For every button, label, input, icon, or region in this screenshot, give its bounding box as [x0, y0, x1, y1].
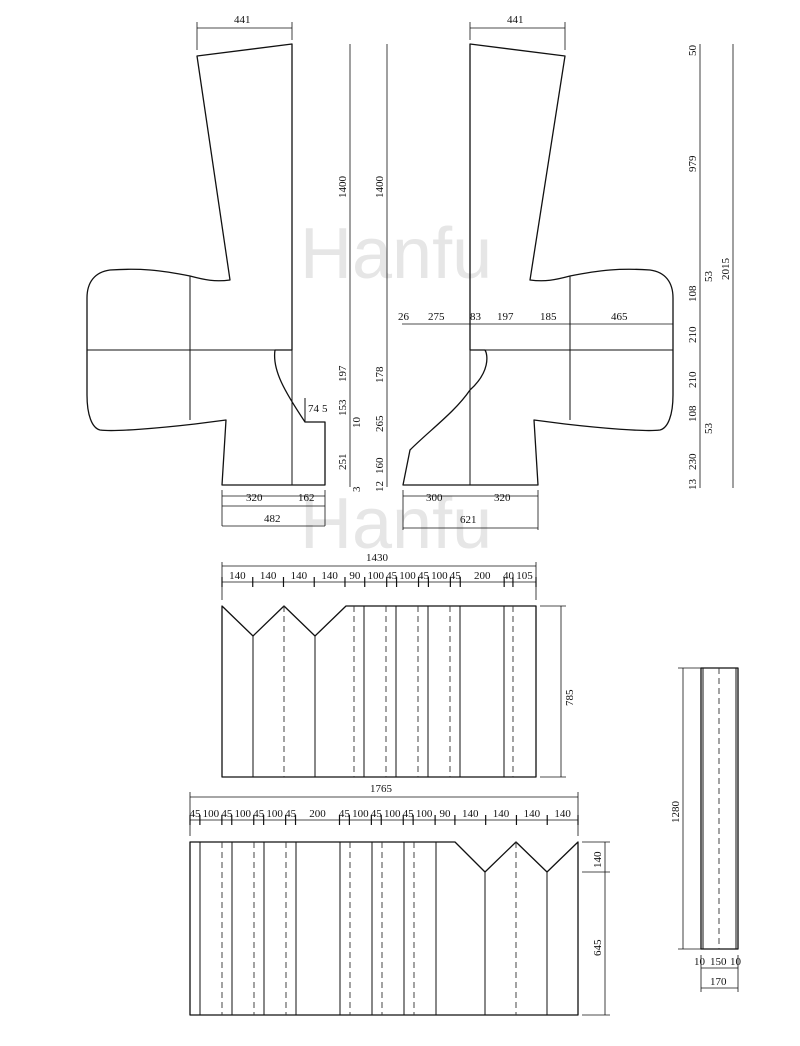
dim-right-mid-1: 26 [398, 311, 410, 323]
upper-skirt-segment-label: 100 [399, 570, 416, 582]
dim-right-top: 441 [507, 14, 524, 26]
lower-skirt-segment-label: 45 [371, 808, 383, 820]
dim-col-9: 13 [687, 479, 699, 491]
dim-left-side-d: 3 [351, 486, 363, 492]
dim-col-0: 50 [687, 45, 699, 57]
waistband-strip [700, 667, 739, 950]
lower-skirt-segment-label: 45 [285, 808, 297, 820]
upper-skirt-segment-label: 40 [503, 570, 515, 582]
dim-right-mid-4: 197 [497, 311, 514, 323]
right-garment-piece [402, 43, 674, 486]
upper-skirt-segment-label: 105 [516, 570, 533, 582]
dim-col-6: 108 [687, 405, 699, 422]
watermark-text: Hanfu [300, 484, 492, 564]
dim-col-7: 53 [703, 423, 715, 435]
dim-right-lower: 178 [374, 366, 386, 383]
upper-skirt-segment-label: 90 [349, 570, 361, 582]
dim-right-mid-5: 185 [540, 311, 557, 323]
lower-skirt-segment-label: 45 [189, 808, 201, 820]
dim-strip-height: 1280 [670, 801, 682, 824]
upper-skirt-segment-label: 45 [450, 570, 462, 582]
upper-skirt-segment-label: 140 [260, 570, 277, 582]
lower-skirt-segment-label: 45 [403, 808, 415, 820]
dim-strip-w1: 150 [710, 956, 727, 968]
lower-skirt-segment-label: 100 [266, 808, 283, 820]
dim-left-bottom-total: 482 [264, 513, 281, 525]
dim-strip-w2: 10 [730, 956, 742, 968]
dim-left-upper: 1400 [337, 176, 349, 199]
lower-skirt-segment-label: 200 [309, 808, 326, 820]
dim-right-bottom-1: 300 [426, 492, 443, 504]
dim-col-3: 108 [687, 285, 699, 302]
lower-skirt-segment-label: 90 [440, 808, 452, 820]
upper-skirt-segment-label: 140 [291, 570, 308, 582]
dim-col-1: 979 [687, 155, 699, 172]
dim-upper-skirt-height: 785 [564, 689, 576, 706]
dim-left-notch-a: 74 [308, 403, 320, 415]
dim-left-bottom-1: 320 [246, 492, 263, 504]
dim-left-bottom-2: 162 [298, 492, 315, 504]
dim-left-notch-b: 5 [322, 403, 328, 415]
upper-skirt-segment-label: 140 [321, 570, 338, 582]
upper-skirt-segment-label: 45 [418, 570, 430, 582]
lower-skirt-segment-label: 140 [462, 808, 479, 820]
lower-skirt-segment-label: 100 [203, 808, 220, 820]
upper-skirt-panel [221, 605, 537, 778]
lower-skirt-panel [189, 841, 579, 1016]
lower-skirt-segment-label: 45 [339, 808, 351, 820]
dim-left-side-c: 251 [337, 454, 349, 471]
lower-skirt-segment-label: 45 [221, 808, 233, 820]
lower-skirt-segment-label: 100 [352, 808, 369, 820]
dimension-lines [189, 22, 739, 1016]
upper-skirt-segment-label: 45 [386, 570, 398, 582]
dim-right-bottom-2: 320 [494, 492, 511, 504]
lower-skirt-segment-label: 45 [253, 808, 265, 820]
dim-right-upper: 1400 [374, 176, 386, 199]
dim-right-bottom-total: 621 [460, 514, 477, 526]
dim-lower-skirt-total: 1765 [370, 783, 393, 795]
dim-strip-total: 170 [710, 976, 727, 988]
dim-lower-skirt-height-main: 645 [592, 939, 604, 956]
dim-col-8: 230 [687, 453, 699, 470]
dim-col-total: 2015 [720, 258, 732, 281]
dim-right-mid-6: 465 [611, 311, 628, 323]
dim-left-lower: 197 [337, 365, 349, 382]
lower-skirt-segment-label: 140 [524, 808, 541, 820]
dim-right-side-c: 160 [374, 457, 386, 474]
lower-skirt-segment-label: 100 [416, 808, 433, 820]
dim-strip-w0: 10 [694, 956, 706, 968]
upper-skirt-segment-label: 140 [229, 570, 246, 582]
dim-left-top: 441 [234, 14, 251, 26]
dim-upper-skirt-total: 1430 [366, 552, 389, 564]
dim-right-mid-3: 83 [470, 311, 482, 323]
lower-skirt-segment-label: 100 [235, 808, 252, 820]
lower-skirt-segment-label: 140 [554, 808, 571, 820]
left-garment-piece [86, 43, 326, 486]
upper-skirt-segment-label: 100 [367, 570, 384, 582]
upper-skirt-segment-label: 200 [474, 570, 491, 582]
dim-right-mid-2: 275 [428, 311, 445, 323]
lower-skirt-segment-label: 140 [493, 808, 510, 820]
dim-right-side-b: 12 [374, 481, 386, 492]
dim-lower-skirt-height-top: 140 [592, 851, 604, 868]
dim-right-side-a: 265 [374, 415, 386, 432]
upper-skirt-segment-label: 100 [431, 570, 448, 582]
dim-col-2: 53 [703, 271, 715, 283]
dim-left-side-b: 10 [351, 417, 363, 429]
dim-col-4: 210 [687, 326, 699, 343]
dimension-labels: 441 1400 197 74 5 153 10 251 3 320 162 4… [234, 14, 742, 988]
dim-left-side-a: 153 [337, 399, 349, 416]
lower-skirt-segment-label: 100 [384, 808, 401, 820]
watermark-text: Hanfu [300, 214, 492, 294]
dim-col-5: 210 [687, 371, 699, 388]
